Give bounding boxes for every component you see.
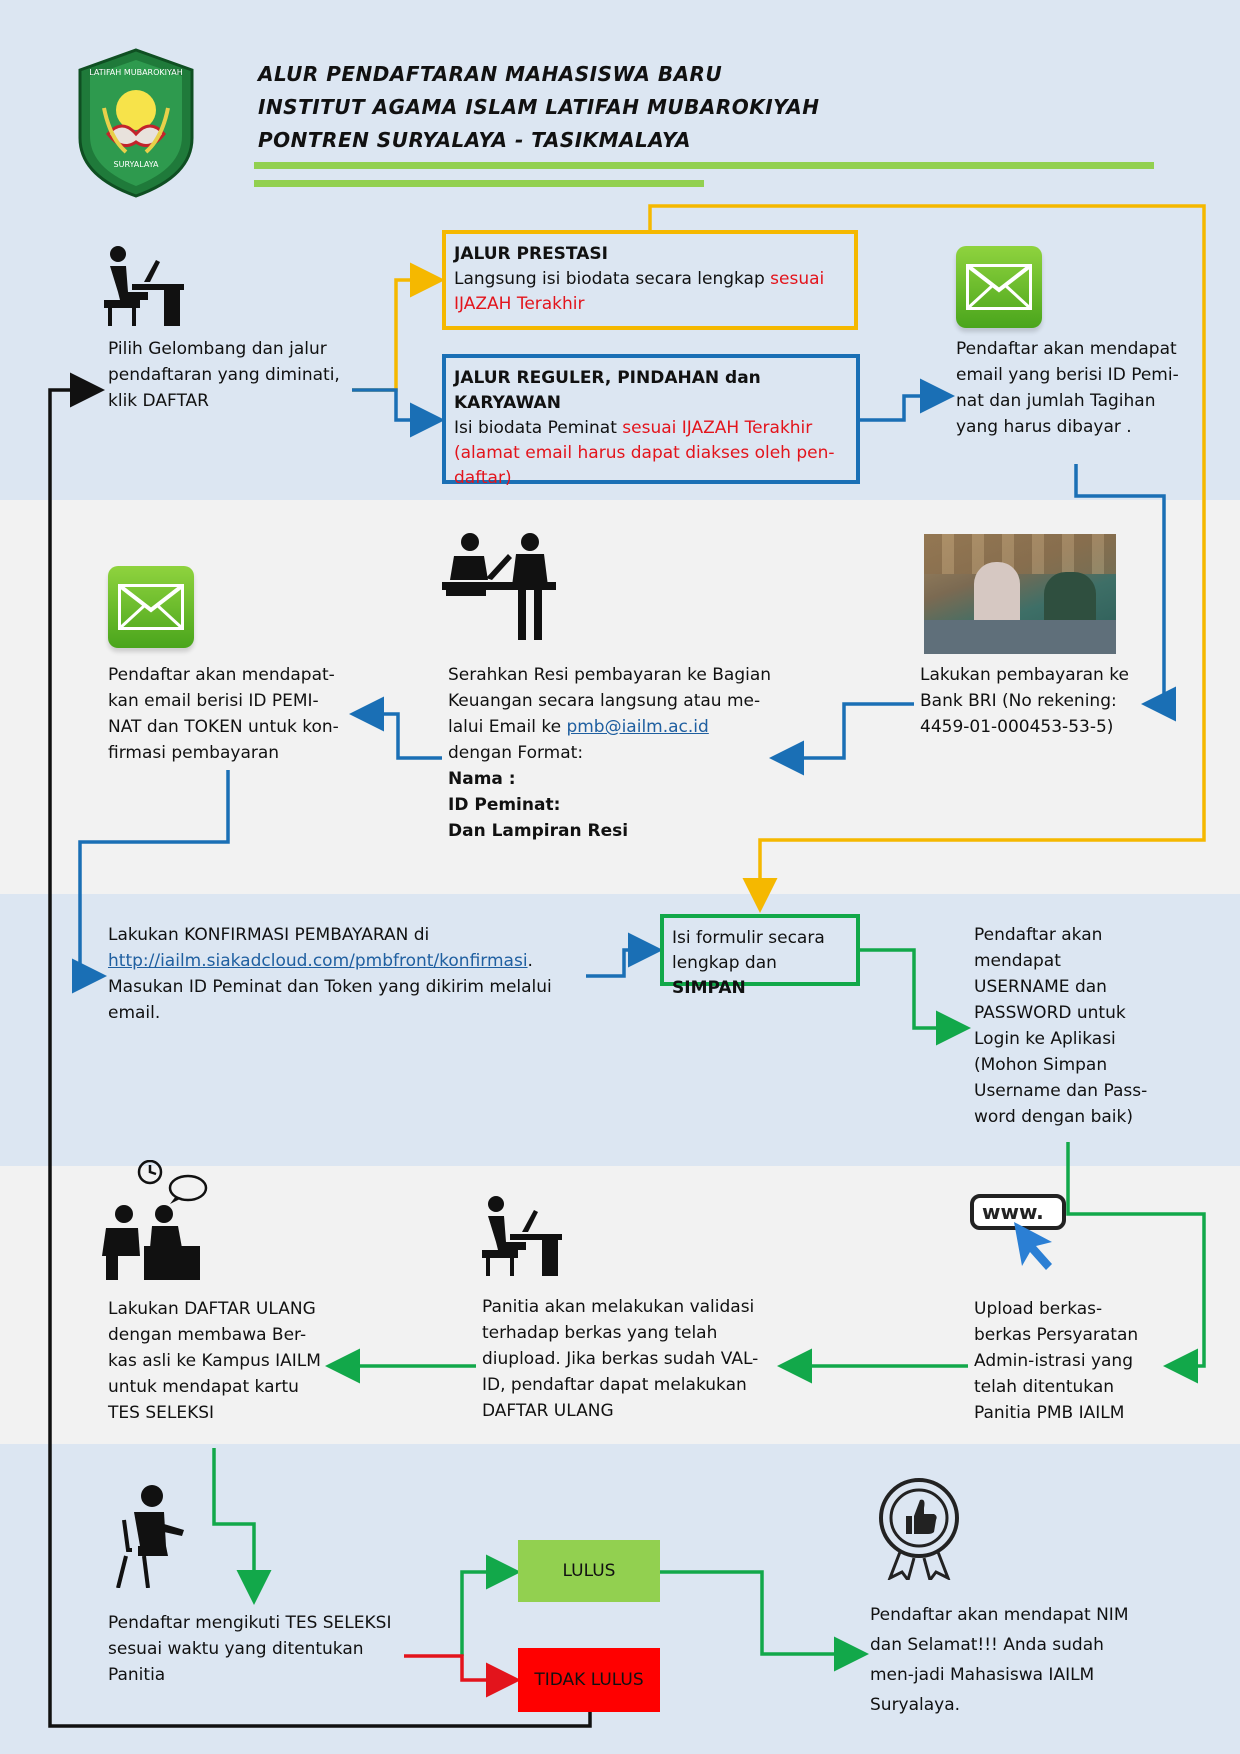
step-pilih-jalur: Pilih Gelombang dan jalur pendaftaran ya… xyxy=(108,339,340,411)
bank-photo xyxy=(924,534,1116,654)
resi-format-label: dengan Format: xyxy=(448,743,584,763)
arrow-reguler-to-email xyxy=(858,378,955,422)
arrow-pilih-to-prestasi xyxy=(352,262,445,392)
step-email-id-peminat: Pendaftar akan mendapat email yang beris… xyxy=(956,339,1179,437)
formulir-simpan: SIMPAN xyxy=(672,978,746,998)
tidak-lulus-result: TIDAK LULUS xyxy=(518,1648,660,1712)
arrow-email2-to-konfirmasi xyxy=(72,770,230,994)
jalur-prestasi-box: JALUR PRESTASI Langsung isi biodata seca… xyxy=(442,230,858,330)
resi-id-peminat: ID Peminat: xyxy=(448,795,561,815)
desk-person-icon xyxy=(104,246,184,326)
arrow-resi-to-email2 xyxy=(349,696,442,760)
page-title: ALUR PENDAFTARAN MAHASISWA BARU INSTITUT… xyxy=(258,58,819,157)
arrow-pilih-to-reguler xyxy=(352,388,445,438)
jalur-prestasi-desc: Langsung isi biodata secara lengkap sesu… xyxy=(454,267,846,317)
jalur-prestasi-note: sesuai IJAZAH Terakhir xyxy=(454,269,825,314)
isi-formulir-box: Isi formulir secara lengkap dan SIMPAN xyxy=(660,914,860,998)
lulus-result: LULUS xyxy=(518,1540,660,1602)
resi-email-link[interactable]: pmb@iailm.ac.id xyxy=(566,717,709,737)
meeting-people-icon xyxy=(442,533,556,640)
arrow-bank-to-resi xyxy=(769,702,914,776)
desk-person-icon xyxy=(482,1196,562,1276)
step-username-password: Pendaftar akan mendapat USERNAME dan PAS… xyxy=(974,925,1148,1127)
step-tes-seleksi: Pendaftar mengikuti TES SELEKSI sesuai w… xyxy=(108,1613,392,1685)
step-daftar-ulang: Lakukan DAFTAR ULANG dengan membawa Ber-… xyxy=(108,1299,321,1423)
award-badge-icon xyxy=(879,1478,959,1580)
formulir-text: Isi formulir secara lengkap dan xyxy=(672,928,825,973)
jalur-reguler-note: sesuai IJAZAH Terakhir (alamat email har… xyxy=(454,418,835,488)
arrow-daftarulang-to-tes xyxy=(212,1448,272,1605)
www-label: www. xyxy=(982,1200,1044,1224)
jalur-prestasi-title: JALUR PRESTASI xyxy=(454,244,608,264)
step-nim-selamat: Pendaftar akan mendapat NIM dan Selamat!… xyxy=(870,1605,1129,1715)
jalur-reguler-text: Isi biodata Peminat xyxy=(454,418,623,438)
arrow-prestasi-to-formulir xyxy=(648,204,1206,913)
jalur-prestasi-text: Langsung isi biodata secara lengkap xyxy=(454,269,771,289)
email-icon xyxy=(108,566,194,648)
title-underline-long xyxy=(254,162,1154,169)
arrow-tidaklulus-to-pilih xyxy=(48,372,592,1728)
resi-lampiran: Dan Lampiran Resi xyxy=(448,821,629,841)
website-upload-icon: www. xyxy=(970,1186,1068,1276)
email-icon xyxy=(956,246,1042,328)
step-konfirmasi-pembayaran: Lakukan KONFIRMASI PEMBAYARAN di http://… xyxy=(108,922,578,1026)
jalur-reguler-box: JALUR REGULER, PINDAHAN dan KARYAWAN Isi… xyxy=(442,354,860,488)
step-serahkan-resi: Serahkan Resi pembayaran ke Bagian Keuan… xyxy=(448,662,778,844)
konfirmasi-text: Lakukan KONFIRMASI PEMBAYARAN di xyxy=(108,925,430,945)
title-underline-short xyxy=(254,180,704,187)
konfirmasi-dot: . xyxy=(527,951,533,971)
section-band-3 xyxy=(0,894,1240,1166)
logo-text-bottom: SURYALAYA xyxy=(113,160,159,169)
jalur-reguler-desc: Isi biodata Peminat sesuai IJAZAH Terakh… xyxy=(454,416,848,491)
arrow-tes-to-tidaklulus xyxy=(404,1654,521,1698)
konfirmasi-instruction: Masukan ID Peminat dan Token yang dikiri… xyxy=(108,977,552,1023)
title-line-3: PONTREN SURYALAYA - TASIKMALAYA xyxy=(258,128,692,152)
resi-nama: Nama : xyxy=(448,769,516,789)
logo-text-top: LATIFAH MUBAROKIYAH xyxy=(89,68,183,77)
arrow-lulus-to-nim xyxy=(660,1570,869,1672)
step-email-token: Pendaftar akan mendapat-kan email berisi… xyxy=(108,665,339,763)
arrow-formulir-to-username xyxy=(858,948,971,1046)
step-validasi-berkas: Panitia akan melakukan validasi terhadap… xyxy=(482,1297,759,1421)
title-line-2: INSTITUT AGAMA ISLAM LATIFAH MUBAROKIYAH xyxy=(258,95,820,119)
arrow-email-to-bank xyxy=(1074,464,1176,722)
institute-logo: LATIFAH MUBAROKIYAH SURYALAYA xyxy=(74,48,198,198)
exam-person-icon xyxy=(116,1485,184,1588)
arrow-konfirmasi-to-formulir xyxy=(586,932,663,978)
arrow-username-to-upload xyxy=(1066,1142,1206,1384)
resi-text: Serahkan Resi pembayaran ke Bagian Keuan… xyxy=(448,665,772,737)
title-line-1: ALUR PENDAFTARAN MAHASISWA BARU xyxy=(258,62,723,86)
consultation-icon xyxy=(102,1160,208,1280)
konfirmasi-link[interactable]: http://iailm.siakadcloud.com/pmbfront/ko… xyxy=(108,951,528,971)
jalur-reguler-title: JALUR REGULER, PINDAHAN dan KARYAWAN xyxy=(454,368,761,413)
step-upload-berkas: Upload berkas-berkas Persyaratan Admin-i… xyxy=(974,1299,1139,1423)
step-pembayaran-bank: Lakukan pembayaran ke Bank BRI (No reken… xyxy=(920,665,1129,737)
arrow-tes-to-lulus xyxy=(460,1554,521,1656)
